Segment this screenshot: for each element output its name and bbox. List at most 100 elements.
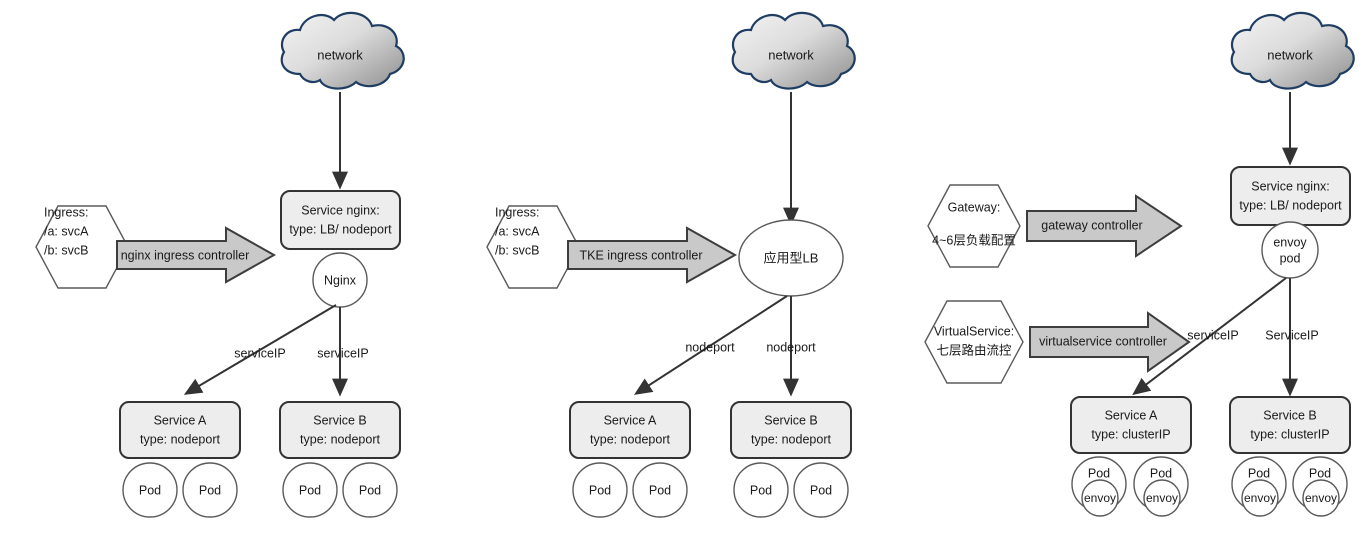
edge-label-left-3: serviceIP [1187, 328, 1238, 342]
network-cloud-1: network [280, 11, 405, 90]
pod-label: Pod [649, 483, 671, 497]
service-a-box-3[interactable]: Service A type: clusterIP [1070, 396, 1192, 454]
nginx-proxy-label: Nginx [324, 273, 357, 287]
tke-ingress-controller-arrow[interactable]: TKE ingress controller [567, 226, 738, 284]
hexagon-line-1: Ingress: [44, 205, 88, 219]
panel-nginx-ingress: network Ingress: /a: svcA /b: svcB nginx… [35, 11, 405, 518]
ingress-hexagon-1[interactable]: Ingress: /a: svcA /b: svcB [35, 205, 129, 289]
pod-circle[interactable] [793, 462, 849, 518]
network-cloud-3: network [1230, 11, 1355, 90]
edge-label-right-1: serviceIP [317, 346, 368, 360]
pod-circle[interactable] [282, 462, 338, 518]
hexagon-line-3: /b: svcB [44, 243, 88, 257]
nginx-proxy-circle[interactable]: Nginx [312, 252, 368, 308]
service-b-group-1: Pod Pod Service B type: nodeport [279, 401, 401, 518]
virtualservice-line-2: 七层路由流控 [936, 342, 1012, 357]
application-lb-ellipse[interactable]: 应用型LB [738, 219, 844, 297]
pod-label: Pod [1248, 466, 1270, 480]
arrow-label: nginx ingress controller [121, 248, 250, 262]
envoy-sidecar-label: envoy [1305, 491, 1337, 505]
pod-circle[interactable] [572, 462, 628, 518]
service-nginx-line2: type: LB/ nodeport [289, 222, 392, 236]
service-a-box-2[interactable]: Service A type: nodeport [569, 401, 691, 459]
pod-circle[interactable] [733, 462, 789, 518]
service-b-box-1[interactable]: Service B type: nodeport [279, 401, 401, 459]
gateway-line-2: 4~6层负载配置 [932, 233, 1016, 247]
service-b-line2: type: nodeport [751, 432, 831, 446]
hexagon-line-3: /b: svcB [495, 243, 539, 257]
service-a-line2: type: nodeport [590, 432, 670, 446]
cloud-label: network [768, 47, 814, 62]
network-cloud-2: network [731, 11, 856, 90]
edge-label-left-1: serviceIP [234, 346, 285, 360]
arrow-label: virtualservice controller [1039, 334, 1167, 348]
application-lb-label: 应用型LB [764, 250, 819, 265]
service-nginx-box-3[interactable]: Service nginx: type: LB/ nodeport [1230, 166, 1351, 226]
service-a-line1: Service A [154, 413, 207, 427]
pod-circle[interactable] [182, 462, 238, 518]
service-a-box-1[interactable]: Service A type: nodeport [119, 401, 241, 459]
virtualservice-controller-arrow[interactable]: virtualservice controller [1029, 311, 1191, 373]
edge-nginx-to-service-a-1 [183, 304, 337, 395]
pod-label: Pod [810, 483, 832, 497]
virtualservice-hexagon[interactable]: VirtualService: 七层路由流控 [924, 300, 1024, 384]
envoy-sidecar-circle[interactable] [1302, 479, 1340, 517]
arrow-label: gateway controller [1041, 218, 1142, 232]
service-b-line1: Service B [313, 413, 367, 427]
edge-label-left-2: nodeport [685, 340, 735, 354]
service-a-line2: type: clusterIP [1091, 427, 1170, 441]
pod-circle[interactable] [122, 462, 178, 518]
arrow-label: TKE ingress controller [580, 248, 703, 262]
edge-lb-to-service-a-2 [633, 295, 788, 395]
service-b-box-3[interactable]: Service B type: clusterIP [1229, 396, 1351, 454]
gateway-hexagon[interactable]: Gateway: 4~6层负载配置 [927, 184, 1021, 268]
service-a-group-2: Pod Pod Service A type: nodeport [569, 401, 691, 518]
pod-label: Pod [139, 483, 161, 497]
envoy-sidecar-circle[interactable] [1241, 479, 1279, 517]
service-nginx-line2: type: LB/ nodeport [1239, 198, 1342, 212]
hexagon-line-2: /a: svcA [44, 224, 89, 238]
pod-circle[interactable] [632, 462, 688, 518]
pod-label: Pod [1309, 466, 1331, 480]
service-b-group-3: Pod Pod envoy envoy Service B type: clus… [1229, 396, 1351, 517]
service-nginx-line1: Service nginx: [301, 203, 380, 217]
cloud-label: network [1267, 47, 1313, 62]
service-b-line1: Service B [1263, 408, 1317, 422]
panel-istio-gateway: network Gateway: 4~6层负载配置 gateway contro… [924, 11, 1355, 517]
envoy-sidecar-circle[interactable] [1143, 479, 1181, 517]
hexagon-line-1: Ingress: [495, 205, 539, 219]
service-b-box-2[interactable]: Service B type: nodeport [730, 401, 852, 459]
envoy-sidecar-label: envoy [1084, 491, 1116, 505]
service-a-line1: Service A [1105, 408, 1158, 422]
virtualservice-line-1: VirtualService: [934, 324, 1014, 338]
service-b-group-2: Pod Pod Service B type: nodeport [730, 401, 852, 518]
envoy-pod-line1: envoy [1273, 235, 1307, 249]
pod-circle[interactable] [342, 462, 398, 518]
panel-tke-ingress: network Ingress: /a: svcA /b: svcB TKE i… [486, 11, 856, 518]
service-a-group-1: Pod Pod Service A type: nodeport [119, 401, 241, 518]
pod-label: Pod [1150, 466, 1172, 480]
cloud-label: network [317, 47, 363, 62]
pod-label: Pod [299, 483, 321, 497]
hexagon-line-2: /a: svcA [495, 224, 540, 238]
nginx-ingress-controller-arrow[interactable]: nginx ingress controller [116, 226, 277, 284]
service-b-line1: Service B [764, 413, 818, 427]
pod-label: Pod [359, 483, 381, 497]
pod-label: Pod [1088, 466, 1110, 480]
service-a-line2: type: nodeport [140, 432, 220, 446]
service-b-line2: type: nodeport [300, 432, 380, 446]
envoy-sidecar-label: envoy [1244, 491, 1276, 505]
service-nginx-box-1[interactable]: Service nginx: type: LB/ nodeport [280, 190, 401, 250]
service-a-group-3: Pod Pod envoy envoy Service A type: clus… [1070, 396, 1192, 517]
envoy-sidecar-label: envoy [1146, 491, 1178, 505]
pod-label: Pod [750, 483, 772, 497]
ingress-hexagon-2[interactable]: Ingress: /a: svcA /b: svcB [486, 205, 580, 289]
envoy-pod-circle[interactable]: envoy pod [1261, 221, 1319, 279]
gateway-controller-arrow[interactable]: gateway controller [1026, 194, 1183, 258]
pod-label: Pod [199, 483, 221, 497]
pod-label: Pod [589, 483, 611, 497]
envoy-sidecar-circle[interactable] [1081, 479, 1119, 517]
edge-envoy-to-service-a-3 [1132, 277, 1287, 396]
